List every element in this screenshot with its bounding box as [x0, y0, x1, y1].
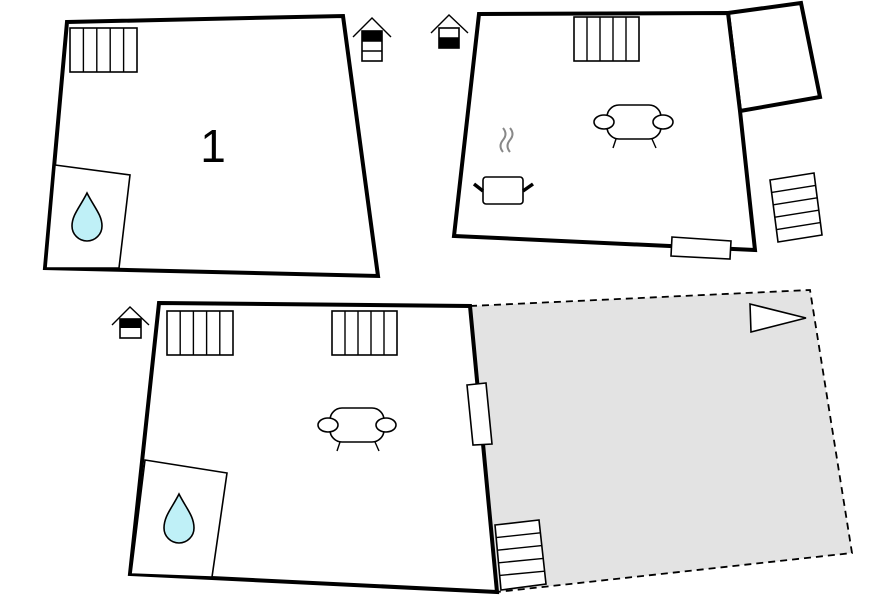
floor-1-label: 1 [200, 120, 226, 172]
radiator-icon [69, 27, 138, 73]
floor-2-walls [451, 10, 758, 253]
radiator-icon [331, 310, 398, 356]
house-floor-icon [111, 306, 150, 339]
floor-3-walls [127, 300, 500, 595]
radiator-icon [573, 16, 640, 62]
stairs-icon [769, 172, 823, 243]
house-floor-icon [352, 17, 392, 62]
stairs-icon [494, 519, 547, 591]
water-drop-icon [71, 191, 103, 242]
floor-1-walls [42, 13, 381, 279]
balcony-floor-2 [725, 0, 823, 114]
cooking-pot-icon [472, 127, 535, 205]
floor-3-plan [111, 300, 547, 595]
house-floor-icon [430, 14, 469, 49]
floor-1-plan: 1 [42, 13, 392, 279]
door-icon [466, 382, 493, 446]
triangle-flag-icon [749, 302, 807, 334]
sofa-icon [593, 104, 674, 149]
water-drop-icon [163, 492, 195, 544]
floor-2-plan [430, 0, 823, 260]
door-icon [670, 236, 732, 260]
radiator-icon [166, 310, 234, 356]
sofa-icon [317, 407, 397, 452]
